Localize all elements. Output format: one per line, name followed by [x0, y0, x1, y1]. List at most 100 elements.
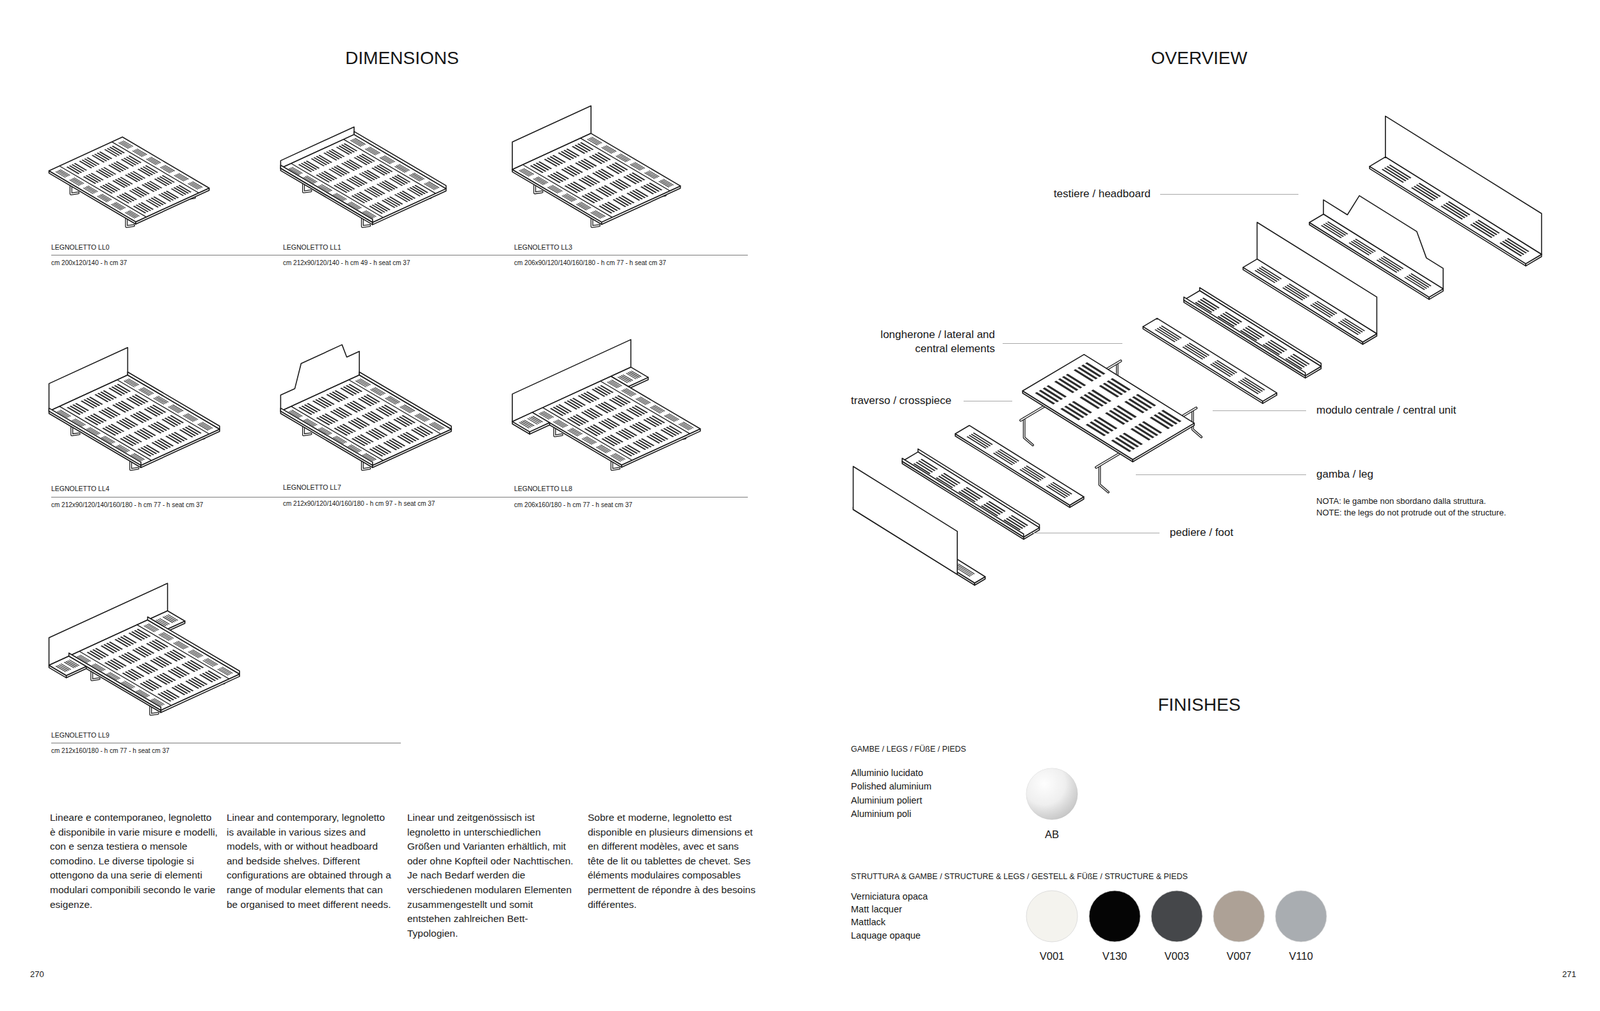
section-heading: OVERVIEW	[1151, 47, 1248, 70]
slot	[651, 415, 665, 424]
slot	[204, 659, 216, 666]
description-paragraph: Lineare e contemporaneo, legnoletto è di…	[49, 810, 218, 912]
slot	[634, 161, 646, 169]
slot	[1216, 359, 1238, 373]
panel-joint	[59, 165, 146, 218]
slot	[379, 163, 394, 173]
slot	[1384, 167, 1407, 182]
slot	[537, 176, 549, 184]
rule-line	[51, 742, 401, 744]
slot	[356, 379, 369, 387]
slot	[604, 145, 616, 153]
panel-top	[1022, 354, 1195, 460]
slot	[965, 487, 983, 499]
finish-swatch	[1089, 890, 1141, 942]
panel-joint	[112, 142, 199, 194]
slot	[169, 405, 181, 413]
slot	[631, 172, 645, 180]
rule-line	[51, 496, 748, 498]
slot	[993, 452, 1013, 466]
dimension-text: cm 206x160/180 - h cm 77 - h seat cm 37	[514, 501, 633, 510]
slot	[523, 168, 534, 175]
dimension-text: cm 200x120/140 - h cm 37	[51, 259, 127, 267]
slot	[548, 186, 560, 193]
slot	[668, 425, 682, 434]
slot	[1258, 267, 1280, 281]
page-number: 270	[30, 969, 45, 980]
slot	[591, 211, 603, 219]
slot	[584, 437, 596, 444]
slot	[348, 383, 363, 392]
side-lip	[127, 371, 220, 429]
slot	[183, 414, 196, 422]
finish-swatch	[1275, 890, 1327, 942]
slot	[415, 414, 428, 422]
slot	[1413, 185, 1437, 200]
finish-group-heading: STRUTTURA & GAMBE / STRUCTURE & LEGS / G…	[850, 872, 1188, 882]
slot	[1499, 242, 1522, 257]
slot	[535, 177, 547, 184]
slot	[361, 153, 376, 162]
finish-swatch	[1026, 890, 1078, 942]
model-name: LEGNOLETTO LL0	[51, 243, 110, 252]
finish-name: Matt lacquer	[850, 904, 903, 915]
slot	[565, 193, 577, 200]
slot	[136, 148, 148, 155]
slot	[175, 174, 187, 182]
slot	[1213, 361, 1236, 374]
leader-line	[1002, 343, 1123, 344]
slot	[127, 210, 139, 218]
slot	[645, 171, 657, 178]
slot	[618, 154, 630, 161]
slot	[614, 453, 626, 460]
dimension-text: cm 212x90/120/140/160/180 - h cm 97 - h …	[282, 500, 435, 508]
slot	[578, 202, 590, 209]
slot	[396, 174, 411, 184]
headboard-plate	[1256, 222, 1377, 334]
finish-code: V001	[1039, 950, 1065, 963]
slot	[84, 186, 96, 194]
panel-top	[1142, 318, 1277, 402]
slot	[1470, 224, 1493, 239]
panel-joint	[523, 164, 613, 218]
slot	[1445, 202, 1469, 218]
slot	[943, 473, 961, 485]
slot	[968, 434, 989, 448]
slot	[624, 388, 636, 396]
slot	[1343, 318, 1366, 332]
shelf-top	[512, 412, 550, 432]
dimension-text: cm 212x90/120/140/160/180 - h cm 77 - h …	[51, 501, 203, 510]
slot	[589, 137, 601, 145]
panel-top	[49, 137, 210, 222]
slot	[98, 195, 110, 202]
slot	[122, 140, 134, 147]
slot	[144, 624, 157, 632]
slot	[625, 387, 637, 395]
slot	[611, 454, 623, 461]
slot	[1472, 222, 1495, 237]
rules-and-leaders	[51, 194, 1307, 744]
slot	[172, 649, 187, 659]
page-number: 271	[1562, 969, 1577, 980]
slot	[1386, 165, 1409, 180]
slot	[1135, 393, 1157, 407]
slot	[1051, 482, 1072, 495]
slot	[619, 153, 631, 161]
slot	[1202, 297, 1220, 309]
slot	[1382, 256, 1405, 269]
slot	[187, 425, 202, 435]
slot	[598, 445, 610, 453]
slot	[630, 370, 642, 378]
slot	[1416, 184, 1439, 199]
slot	[1019, 469, 1040, 483]
slot	[562, 194, 574, 202]
panel-joint	[348, 379, 442, 434]
part-label: modulo centrale / central unit	[1316, 404, 1456, 417]
slot	[154, 396, 166, 404]
side-lip	[354, 131, 447, 189]
slot	[602, 146, 614, 154]
model-name: LEGNOLETTO LL1	[282, 243, 342, 252]
leg-bar	[1099, 465, 1109, 493]
section-heading: FINISHES	[1157, 694, 1241, 716]
shelf-top	[49, 656, 87, 676]
